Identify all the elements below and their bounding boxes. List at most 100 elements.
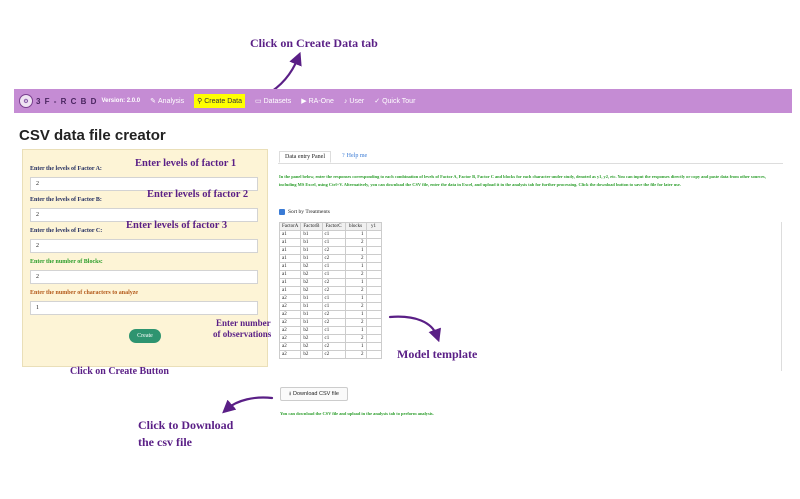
table-cell[interactable] [365, 310, 382, 319]
table-cell[interactable]: c1 [321, 302, 346, 311]
table-cell[interactable]: c2 [321, 278, 346, 287]
table-cell[interactable]: a1 [279, 270, 302, 279]
table-cell[interactable] [365, 350, 382, 359]
table-cell[interactable]: a1 [279, 238, 302, 247]
table-cell[interactable]: c1 [321, 334, 346, 343]
table-cell[interactable]: a2 [279, 302, 302, 311]
table-cell[interactable] [365, 238, 382, 247]
table-cell[interactable]: 1 [344, 278, 367, 287]
table-cell[interactable]: 2 [344, 302, 367, 311]
table-cell[interactable]: 2 [344, 318, 367, 327]
table-cell[interactable] [365, 246, 382, 255]
table-cell[interactable]: b1 [300, 302, 323, 311]
factor-c-input[interactable]: 2 [30, 239, 258, 253]
table-cell[interactable] [365, 262, 382, 271]
table-cell[interactable]: b2 [300, 334, 323, 343]
tab-data-entry[interactable]: Data entry Panel [279, 151, 331, 163]
table-cell[interactable] [365, 318, 382, 327]
tabs-underline [278, 163, 783, 164]
table-cell[interactable]: a2 [279, 334, 302, 343]
table-cell[interactable] [365, 326, 382, 335]
nav-analysis[interactable]: ✎Analysis [150, 97, 184, 106]
sort-checkbox-row[interactable]: Sort by Treatments [279, 209, 330, 215]
table-cell[interactable]: a2 [279, 350, 302, 359]
table-cell[interactable]: c2 [321, 350, 346, 359]
table-cell[interactable]: c1 [321, 238, 346, 247]
table-cell[interactable]: c2 [321, 310, 346, 319]
table-cell[interactable]: c2 [321, 318, 346, 327]
table-cell[interactable]: b1 [300, 310, 323, 319]
table-cell[interactable]: a2 [279, 342, 302, 351]
table-cell[interactable]: c2 [321, 342, 346, 351]
tab-help[interactable]: ?Help me [342, 153, 367, 159]
nav-datasets[interactable]: ▭Datasets [255, 97, 291, 106]
table-cell[interactable]: a2 [279, 326, 302, 335]
table-cell[interactable]: c1 [321, 270, 346, 279]
characters-input[interactable]: 1 [30, 301, 258, 315]
table-cell[interactable]: 2 [344, 238, 367, 247]
blocks-input[interactable]: 2 [30, 270, 258, 284]
download-csv-button[interactable]: ⭳ Download CSV file [280, 387, 348, 401]
table-cell[interactable]: 1 [344, 326, 367, 335]
table-cell[interactable]: c2 [321, 246, 346, 255]
table-cell[interactable]: c2 [321, 254, 346, 263]
table-cell[interactable]: a2 [279, 310, 302, 319]
create-button[interactable]: Create [129, 329, 161, 343]
table-cell[interactable]: c1 [321, 262, 346, 271]
table-cell[interactable]: b2 [300, 350, 323, 359]
table-cell[interactable]: b1 [300, 254, 323, 263]
table-cell[interactable]: c2 [321, 286, 346, 295]
table-cell[interactable]: a1 [279, 286, 302, 295]
table-cell[interactable]: 1 [344, 294, 367, 303]
table-cell[interactable]: b2 [300, 286, 323, 295]
table-cell[interactable]: 2 [344, 350, 367, 359]
table-cell[interactable]: 1 [344, 230, 367, 239]
table-cell[interactable] [365, 230, 382, 239]
table-cell[interactable]: 1 [344, 342, 367, 351]
nav-ra-one[interactable]: ▶RA-One [301, 97, 334, 106]
table-cell[interactable]: b2 [300, 278, 323, 287]
table-cell[interactable]: 2 [344, 286, 367, 295]
table-cell[interactable]: a1 [279, 262, 302, 271]
table-cell[interactable] [365, 334, 382, 343]
table-cell[interactable]: b2 [300, 326, 323, 335]
table-cell[interactable] [365, 342, 382, 351]
nav-create-data[interactable]: ⚲Create Data [194, 94, 245, 108]
table-cell[interactable]: 2 [344, 254, 367, 263]
table-cell[interactable]: b1 [300, 246, 323, 255]
table-cell[interactable]: b2 [300, 270, 323, 279]
table-cell[interactable]: b1 [300, 230, 323, 239]
table-cell[interactable]: 2 [344, 334, 367, 343]
factor-a-input[interactable]: 2 [30, 177, 258, 191]
table-cell[interactable]: b1 [300, 318, 323, 327]
table-cell[interactable]: a1 [279, 278, 302, 287]
table-cell[interactable]: c1 [321, 230, 346, 239]
table-cell[interactable]: 2 [344, 270, 367, 279]
table-cell[interactable]: 1 [344, 246, 367, 255]
factor-b-input[interactable]: 2 [30, 208, 258, 222]
table-cell[interactable]: 1 [344, 310, 367, 319]
table-cell[interactable] [365, 302, 382, 311]
table-cell[interactable] [365, 294, 382, 303]
table-cell[interactable]: a1 [279, 246, 302, 255]
table-cell[interactable] [365, 254, 382, 263]
table-cell[interactable]: a2 [279, 294, 302, 303]
sort-checkbox[interactable] [279, 209, 285, 215]
table-cell[interactable] [365, 286, 382, 295]
nav-quick-tour[interactable]: ✓Quick Tour [374, 97, 415, 106]
table-cell[interactable]: b1 [300, 238, 323, 247]
table-cell[interactable]: b1 [300, 294, 323, 303]
table-cell[interactable]: c1 [321, 294, 346, 303]
download-note: You can download the CSV file and upload… [280, 411, 434, 416]
nav-user[interactable]: ♪User [344, 98, 364, 105]
table-cell[interactable]: c1 [321, 326, 346, 335]
table-cell[interactable] [365, 270, 382, 279]
table-cell[interactable]: a2 [279, 318, 302, 327]
table-cell[interactable]: a1 [279, 254, 302, 263]
table-cell[interactable]: b2 [300, 262, 323, 271]
table-cell[interactable] [365, 278, 382, 287]
table-cell[interactable]: a1 [279, 230, 302, 239]
table-cell[interactable]: b2 [300, 342, 323, 351]
table-cell[interactable]: 1 [344, 262, 367, 271]
